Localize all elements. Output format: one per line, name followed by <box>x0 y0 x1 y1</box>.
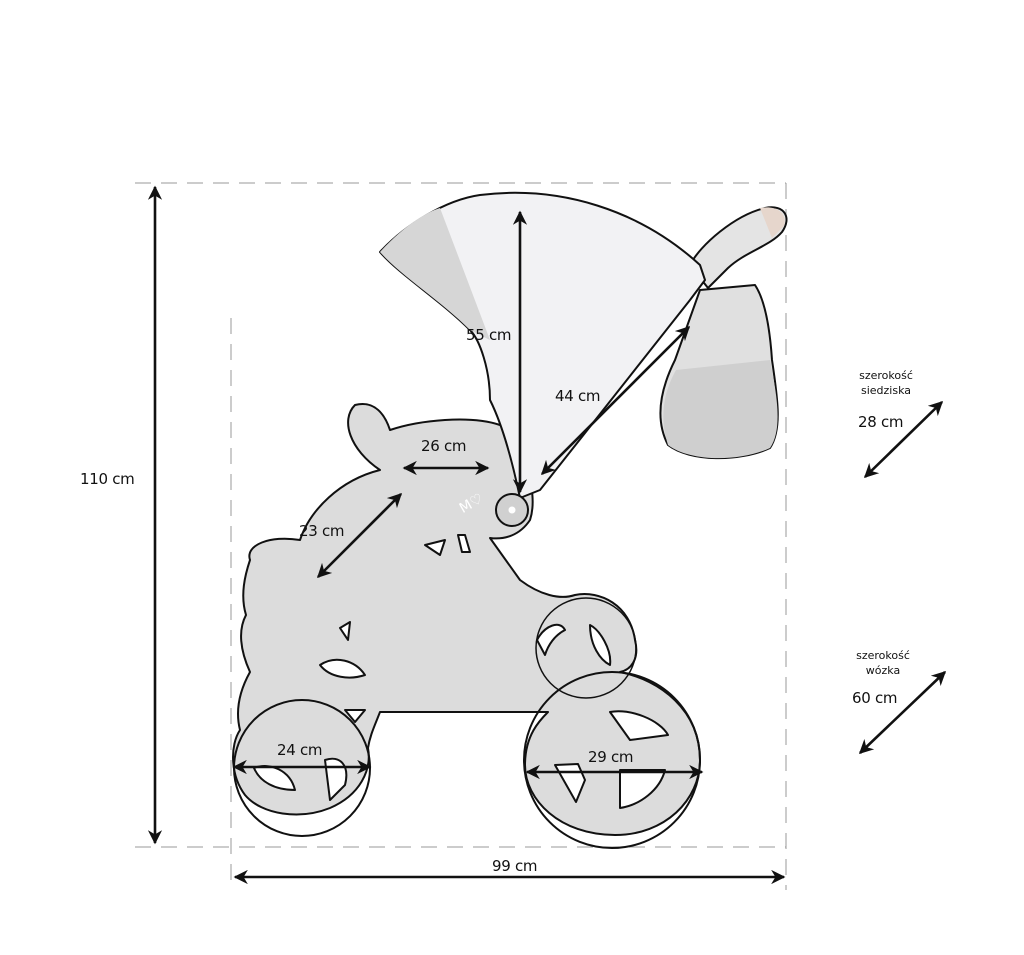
total-height-label: 110 cm <box>80 470 135 488</box>
backrest-length-label: 44 cm <box>555 387 601 405</box>
stroller-width-title-line1: szerokość <box>856 649 910 662</box>
seat-width-arrow <box>863 401 944 478</box>
rear-upper-wheel <box>535 597 637 699</box>
canopy-height-label: 55 cm <box>466 326 512 344</box>
footrest-arrow <box>316 492 403 579</box>
footrest-length-label: 23 cm <box>299 522 345 540</box>
handlebar <box>689 206 788 289</box>
seat-width-title-line1: szerokość <box>859 369 913 382</box>
stroller-width-note: szerokość wózka 60 cm <box>835 648 931 706</box>
stroller-width-arrow <box>858 671 947 754</box>
seat-width-value: 28 cm <box>858 413 904 431</box>
stroller-width-value: 60 cm <box>852 689 898 707</box>
guide-lines <box>135 182 787 890</box>
seat-width-note: szerokość siedziska 28 cm <box>838 368 934 430</box>
rear-wheel-label: 29 cm <box>588 748 634 766</box>
seat-width-title-line2: siedziska <box>860 384 911 397</box>
stroller-width-title-line2: wózka <box>865 664 901 677</box>
backrest-arrow <box>540 325 691 476</box>
rear-wheel <box>523 671 701 849</box>
dimension-arrows <box>147 185 947 885</box>
total-length-label: 99 cm <box>492 857 538 875</box>
front-wheel-label: 24 cm <box>277 741 323 759</box>
seat-depth-label: 26 cm <box>421 437 467 455</box>
